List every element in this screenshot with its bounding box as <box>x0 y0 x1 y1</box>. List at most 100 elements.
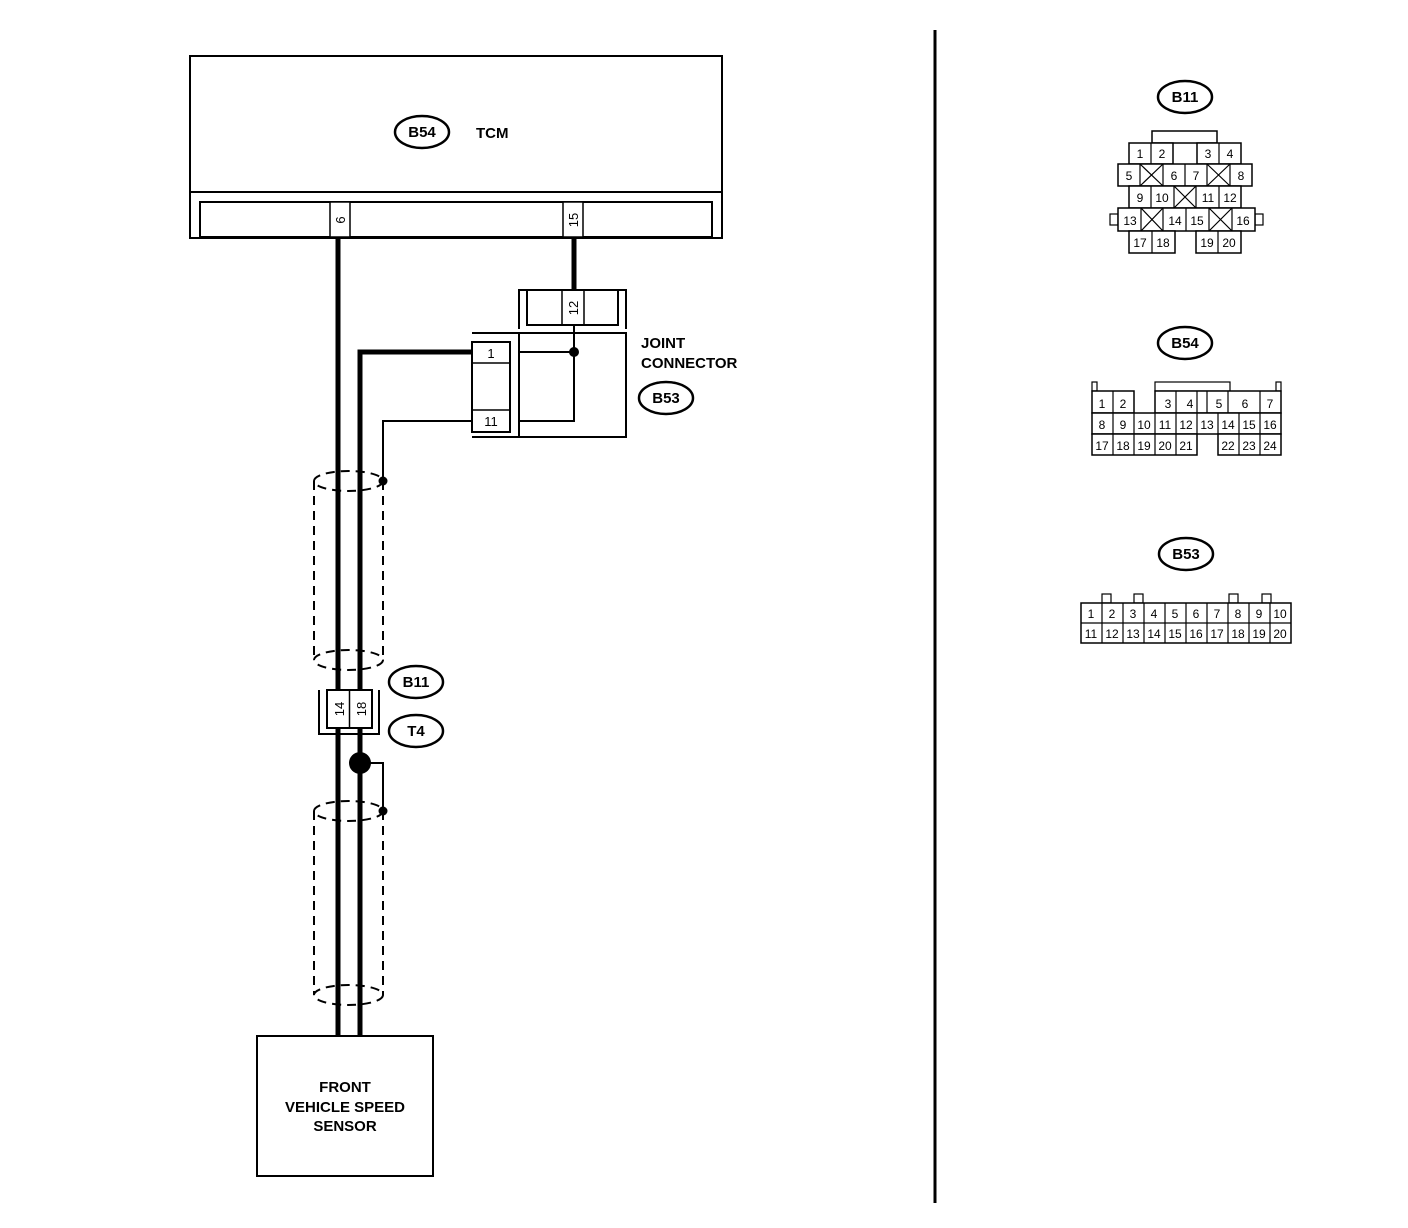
b53-pin-10: 10 <box>1273 607 1287 621</box>
b53-pin-18: 18 <box>1231 627 1245 641</box>
b54-pin-4: 4 <box>1187 397 1194 411</box>
b53-pin-6: 6 <box>1193 607 1200 621</box>
connector-view-b53: B53 1 2 3 4 5 6 7 8 9 10 11 12 13 14 15 … <box>1080 536 1292 644</box>
b11-pin-8: 8 <box>1238 169 1245 183</box>
b11-pin-14: 14 <box>1168 214 1182 228</box>
front-vehicle-speed-sensor: FRONT VEHICLE SPEED SENSOR <box>256 1035 434 1177</box>
tcm-name: TCM <box>476 125 509 142</box>
b54-pin-24: 24 <box>1263 439 1277 453</box>
b54-pin-23: 23 <box>1242 439 1256 453</box>
shield-upper <box>313 470 384 671</box>
b53-pin-2: 2 <box>1109 607 1116 621</box>
wire-b53-11-shield <box>382 420 472 481</box>
b11-pin-9: 9 <box>1137 191 1144 205</box>
b11-pin-4: 4 <box>1227 147 1234 161</box>
joint-connector-label: B53 <box>652 390 680 407</box>
b53-pin-13: 13 <box>1126 627 1140 641</box>
b54-pin-22: 22 <box>1221 439 1235 453</box>
inline-connector-badge: B11 <box>387 664 445 700</box>
b54-pin-18: 18 <box>1116 439 1130 453</box>
joint-title-1: JOINT <box>641 335 685 352</box>
b11-pin-3: 3 <box>1205 147 1212 161</box>
b11-pin-11: 11 <box>1202 191 1215 205</box>
shield-upper-drain-dot <box>378 476 388 486</box>
b54-pin-21: 21 <box>1179 439 1193 453</box>
connector-view-b11: B11 1 2 3 4 5 6 7 8 9 10 11 12 <box>1109 79 1264 254</box>
ground-badge: T4 <box>387 713 445 749</box>
splice-point <box>349 752 371 774</box>
b54-pin-13: 13 <box>1200 418 1214 432</box>
b11-pin-12: 12 <box>1223 191 1237 205</box>
wires <box>335 238 577 1036</box>
joint-pin-12-label: 12 <box>566 301 581 315</box>
sensor-line-2: VEHICLE SPEED <box>285 1099 405 1116</box>
b54-pin-10: 10 <box>1137 418 1151 432</box>
b54-pin-9: 9 <box>1120 418 1127 432</box>
b53-pin-4: 4 <box>1151 607 1158 621</box>
b54-pin-7: 7 <box>1267 397 1274 411</box>
b53-pin-3: 3 <box>1130 607 1137 621</box>
sensor-line-1: FRONT <box>319 1079 371 1096</box>
tcm-connector-badge: B54 <box>393 114 451 150</box>
inline-connector: 14 18 B11 T4 <box>318 664 445 749</box>
b11-view-label: B11 <box>1172 89 1199 106</box>
b53-pin-20: 20 <box>1273 627 1287 641</box>
b53-pin-15: 15 <box>1168 627 1182 641</box>
b53-pin-12: 12 <box>1105 627 1119 641</box>
b54-pin-6: 6 <box>1242 397 1249 411</box>
b54-pin-20: 20 <box>1158 439 1172 453</box>
b11-pin-1: 1 <box>1137 147 1144 161</box>
tcm-unit: B54 TCM 6 15 <box>189 55 723 239</box>
b11-pin-15: 15 <box>1190 214 1204 228</box>
b54-pin-3: 3 <box>1165 397 1172 411</box>
b54-pin-14: 14 <box>1221 418 1235 432</box>
b53-view-label: B53 <box>1172 546 1200 563</box>
b54-pin-19: 19 <box>1137 439 1151 453</box>
b11-pin-7: 7 <box>1193 169 1200 183</box>
b11-pin-6: 6 <box>1171 169 1178 183</box>
b53-pin-5: 5 <box>1172 607 1179 621</box>
inline-pin-14-label: 14 <box>332 702 347 716</box>
b54-pin-16: 16 <box>1263 418 1277 432</box>
connector-view-b54: B54 1 2 3 4 5 6 7 8 9 10 11 12 13 <box>1091 325 1282 456</box>
b53-pin-1: 1 <box>1088 607 1095 621</box>
b54-pin-15: 15 <box>1242 418 1256 432</box>
b54-pin-12: 12 <box>1179 418 1193 432</box>
inline-pin-18-label: 18 <box>354 702 369 716</box>
b53-pin-14: 14 <box>1147 627 1161 641</box>
b54-pin-8: 8 <box>1099 418 1106 432</box>
b53-pin-8: 8 <box>1235 607 1242 621</box>
joint-node <box>569 347 579 357</box>
b54-pin-5: 5 <box>1216 397 1223 411</box>
b53-pin-11: 11 <box>1085 627 1098 641</box>
joint-pin-11-label: 11 <box>484 414 498 429</box>
ground-label: T4 <box>407 723 425 740</box>
b53-pin-9: 9 <box>1256 607 1263 621</box>
b11-pin-2: 2 <box>1159 147 1166 161</box>
b11-pin-13: 13 <box>1123 214 1137 228</box>
sensor-line-3: SENSOR <box>313 1118 377 1135</box>
joint-pin-1-label: 1 <box>487 346 494 361</box>
b54-view-label: B54 <box>1171 335 1199 352</box>
tcm-pin-15: 15 <box>562 201 584 238</box>
b11-pin-20: 20 <box>1222 236 1236 250</box>
b54-pin-2: 2 <box>1120 397 1127 411</box>
b53-pin-7: 7 <box>1214 607 1221 621</box>
b11-pin-19: 19 <box>1200 236 1214 250</box>
b11-pin-5: 5 <box>1126 169 1133 183</box>
joint-connector-badge: B53 <box>637 380 695 416</box>
shield-lower-drain-dot <box>378 806 388 816</box>
b53-pin-16: 16 <box>1189 627 1203 641</box>
joint-connector: 12 1 11 JOINT CONNECTOR B53 <box>471 289 738 438</box>
tcm-pin-6: 6 <box>329 201 351 238</box>
inline-connector-label: B11 <box>403 674 430 691</box>
joint-title-2: CONNECTOR <box>641 355 738 372</box>
tcm-pin-15-label: 15 <box>566 213 581 227</box>
tcm-connector-label: B54 <box>408 124 436 141</box>
b54-pin-11: 11 <box>1159 418 1172 432</box>
b53-pin-19: 19 <box>1252 627 1266 641</box>
b11-pin-16: 16 <box>1236 214 1250 228</box>
b11-pin-18: 18 <box>1156 236 1170 250</box>
b53-pin-17: 17 <box>1210 627 1224 641</box>
